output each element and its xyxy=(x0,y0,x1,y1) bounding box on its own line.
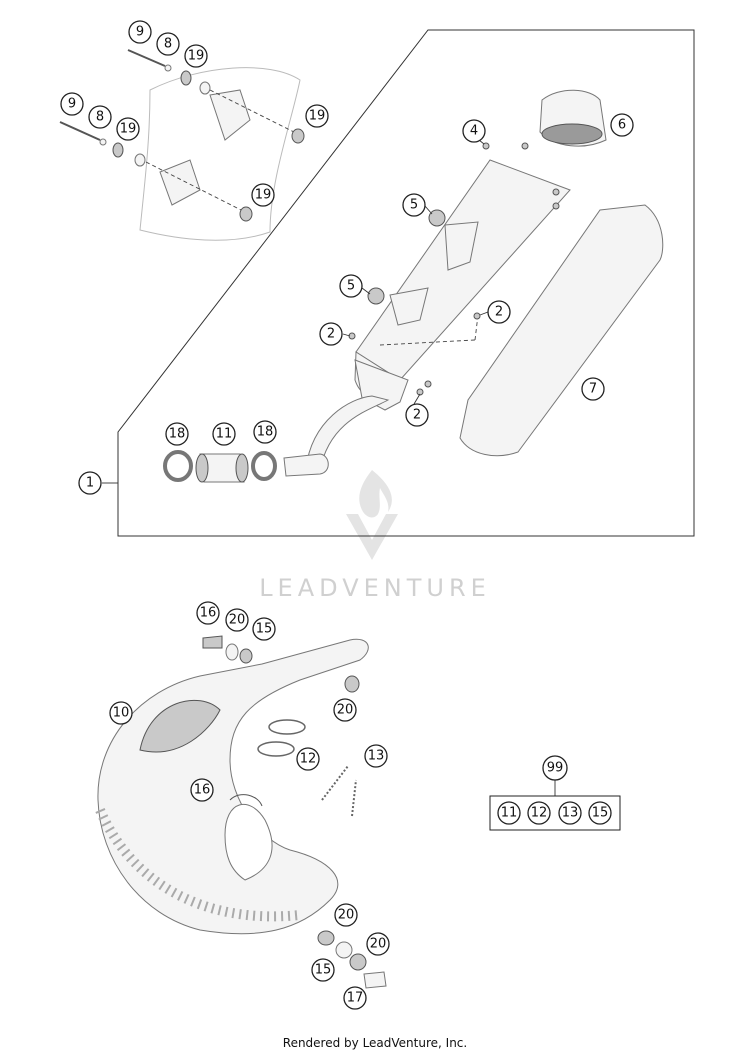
svg-text:19: 19 xyxy=(188,49,205,64)
lower-small-parts xyxy=(202,635,387,989)
svg-text:1: 1 xyxy=(86,476,94,491)
callout-18-right: 18 xyxy=(253,420,277,444)
svg-text:6: 6 xyxy=(618,118,626,133)
svg-text:99: 99 xyxy=(547,761,564,776)
callout-15-upper: 15 xyxy=(252,617,276,641)
kit-part-15: 15 xyxy=(588,801,612,825)
expansion-chamber xyxy=(95,638,369,935)
svg-text:2: 2 xyxy=(413,408,421,423)
svg-text:20: 20 xyxy=(370,937,387,952)
callout-6: 6 xyxy=(610,113,634,137)
svg-text:12: 12 xyxy=(300,752,317,767)
callout-2-right: 2 xyxy=(487,300,511,324)
end-cap xyxy=(539,89,607,147)
callout-16-upper: 16 xyxy=(196,601,220,625)
callout-11: 11 xyxy=(212,422,236,446)
svg-text:19: 19 xyxy=(309,109,326,124)
callout-19-upper-right: 19 xyxy=(305,104,329,128)
callout-5-upper: 5 xyxy=(402,193,426,217)
callout-17: 17 xyxy=(343,986,367,1010)
silencer-body xyxy=(305,159,571,471)
leadventure-watermark: LEADVENTURE xyxy=(259,470,491,602)
svg-text:17: 17 xyxy=(347,991,364,1006)
svg-text:18: 18 xyxy=(257,425,274,440)
callout-19-lower-right: 19 xyxy=(251,183,275,207)
connector-pieces xyxy=(163,450,329,483)
silencer-assembly-boundary xyxy=(117,29,695,537)
svg-text:15: 15 xyxy=(592,806,609,821)
callout-7: 7 xyxy=(581,377,605,401)
watermark-text: LEADVENTURE xyxy=(259,574,491,602)
callout-20-lower-right: 20 xyxy=(366,932,390,956)
footer-credit: Rendered by LeadVenture, Inc. xyxy=(282,1036,468,1050)
callout-leaders xyxy=(342,135,489,405)
kit-part-11: 11 xyxy=(497,801,521,825)
svg-text:19: 19 xyxy=(255,188,272,203)
callout-2-bottom: 2 xyxy=(405,403,429,427)
callout-8-lower: 8 xyxy=(88,105,112,129)
svg-text:4: 4 xyxy=(470,124,478,139)
svg-text:15: 15 xyxy=(315,963,332,978)
svg-text:20: 20 xyxy=(229,613,246,628)
callout-20-lower-left: 20 xyxy=(334,903,358,927)
svg-text:5: 5 xyxy=(347,279,355,294)
silencer-shell xyxy=(459,204,664,457)
callout-4: 4 xyxy=(462,119,486,143)
callout-99: 99 xyxy=(542,755,568,781)
svg-text:20: 20 xyxy=(338,908,355,923)
bolt-set-lower xyxy=(59,121,253,222)
svg-text:10: 10 xyxy=(113,706,130,721)
svg-text:16: 16 xyxy=(200,606,217,621)
callout-12: 12 xyxy=(296,747,320,771)
callout-10: 10 xyxy=(109,701,133,725)
svg-text:2: 2 xyxy=(495,305,503,320)
small-fasteners xyxy=(348,142,560,396)
svg-text:11: 11 xyxy=(501,806,518,821)
callout-13: 13 xyxy=(364,744,388,768)
callout-20-middle: 20 xyxy=(333,698,357,722)
svg-text:2: 2 xyxy=(327,327,335,342)
svg-text:8: 8 xyxy=(96,110,104,125)
svg-text:11: 11 xyxy=(216,427,233,442)
bolt-set-upper xyxy=(127,49,305,144)
svg-text:20: 20 xyxy=(337,703,354,718)
frame-bracket xyxy=(139,67,301,241)
svg-text:5: 5 xyxy=(410,198,418,213)
callout-19-lower-left: 19 xyxy=(116,117,140,141)
callout-15-lower: 15 xyxy=(311,958,335,982)
callout-18-left: 18 xyxy=(165,422,189,446)
callout-9-lower: 9 xyxy=(60,92,84,116)
svg-text:12: 12 xyxy=(531,806,548,821)
callout-8-upper: 8 xyxy=(156,32,180,56)
callout-16-lower: 16 xyxy=(190,778,214,802)
svg-text:16: 16 xyxy=(194,783,211,798)
kit-part-13: 13 xyxy=(558,801,582,825)
callout-9-upper: 9 xyxy=(128,20,152,44)
callout-5-lower: 5 xyxy=(339,274,363,298)
svg-text:9: 9 xyxy=(136,25,144,40)
svg-text:18: 18 xyxy=(169,427,186,442)
svg-text:19: 19 xyxy=(120,122,137,137)
svg-text:8: 8 xyxy=(164,37,172,52)
callout-1: 1 xyxy=(78,471,102,495)
kit-part-12: 12 xyxy=(527,801,551,825)
callout-19-upper-left: 19 xyxy=(184,44,208,68)
svg-text:13: 13 xyxy=(368,749,385,764)
svg-text:15: 15 xyxy=(256,622,273,637)
callout-20-upper: 20 xyxy=(225,608,249,632)
callout-2-left: 2 xyxy=(319,322,343,346)
svg-text:7: 7 xyxy=(589,382,597,397)
svg-text:13: 13 xyxy=(562,806,579,821)
svg-text:9: 9 xyxy=(68,97,76,112)
